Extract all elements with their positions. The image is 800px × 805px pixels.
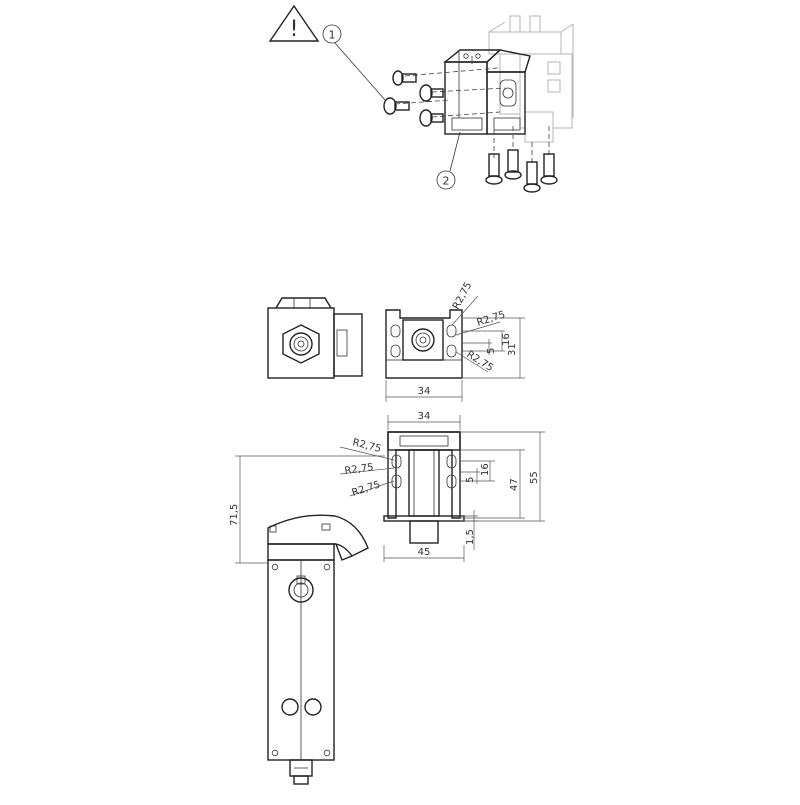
dim-front-45: 45 [418,547,431,558]
top-view-switch-head [267,297,363,379]
screw-set-side [383,70,444,127]
top-view-bracket [385,309,463,379]
screw [419,84,444,102]
dim-top-16: 16 [501,333,512,346]
side-view-switch [267,514,369,785]
callout-2: 2 [436,131,461,190]
svg-text:2: 2 [443,175,450,188]
dim-front-47: 47 [509,478,520,491]
dim-front-r1: R2,75 [351,437,382,455]
dim-front-16: 16 [480,463,491,476]
side-view-dimensions: 71,5 [229,455,385,564]
warning-mark: ! [290,17,299,42]
dim-front-r2: R2,75 [344,462,374,477]
dim-top-31: 31 [507,343,518,356]
screw [392,70,417,86]
screw [383,97,410,115]
screw [419,109,444,127]
dim-front-55: 55 [529,471,540,484]
dim-front-r3: R2,75 [351,479,382,498]
screw [523,161,541,193]
warning-triangle-icon: ! [268,4,320,42]
screw [485,153,503,185]
exploded-assembly-view: 1 2 [322,15,574,193]
dim-top-r2: R2,75 [476,309,507,328]
svg-text:1: 1 [329,29,336,42]
ghost-bracket [488,15,574,143]
front-view-bracket [383,431,465,544]
dim-front-15: 1,5 [465,529,476,545]
dim-top-r1: R2,75 [451,280,474,311]
dim-side-715: 71,5 [229,504,240,526]
top-view-dimensions: 34 31 16 5 R2,75 R2,75 R2,75 [385,280,525,402]
screw-set-bottom [485,149,558,193]
screw [540,153,558,185]
callout-1: 1 [322,24,386,101]
front-view-dimensions: 34 45 55 47 16 5 1,5 R2,75 R2,75 R2,75 [339,411,545,562]
dim-front-34: 34 [418,411,431,422]
dim-front-5: 5 [465,477,476,483]
screw [504,149,522,180]
actuator-housing [443,49,531,135]
dim-top-width: 34 [418,386,431,397]
dim-top-5: 5 [486,348,497,354]
